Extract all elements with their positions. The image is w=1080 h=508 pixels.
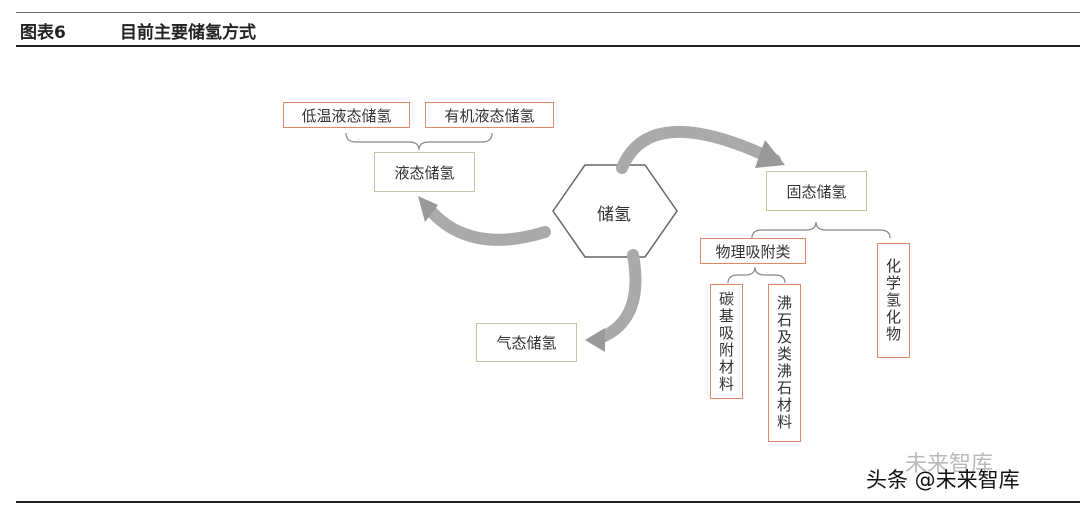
watermark-ghost: 未来智库 [905,452,994,477]
arrow-to-solid [616,126,781,174]
center-label: 储氢 [597,205,631,225]
brace-solid [751,221,891,239]
figure-title: 目前主要储氢方式 [120,23,256,43]
header-bottom-rule [16,45,1080,47]
box-liquid-storage: 液态储氢 [374,152,475,192]
box-organic-liquid: 有机液态储氢 [425,102,554,128]
arrow-to-liquid [424,204,551,246]
box-gas-storage: 气态储氢 [476,323,577,362]
box-solid-storage: 固态储氢 [766,171,867,211]
brace-physical [727,266,786,284]
brace-liquid [345,132,493,151]
arrow-to-gas [594,249,642,344]
watermark: 头条 @未来智库 [866,468,1020,492]
footer-rule [16,501,1080,503]
header-top-rule [16,12,1080,13]
box-carbon-adsorbent: 碳基吸附材料 [710,284,743,399]
box-zeolite-material: 沸石及类沸石材料 [768,284,801,442]
center-hexagon [552,164,678,258]
box-low-temp-liquid: 低温液态储氢 [283,102,410,128]
figure-number: 图表6 [20,23,66,43]
box-physical-adsorption: 物理吸附类 [700,238,806,264]
box-chemical-hydride: 化学氢化物 [877,243,910,358]
